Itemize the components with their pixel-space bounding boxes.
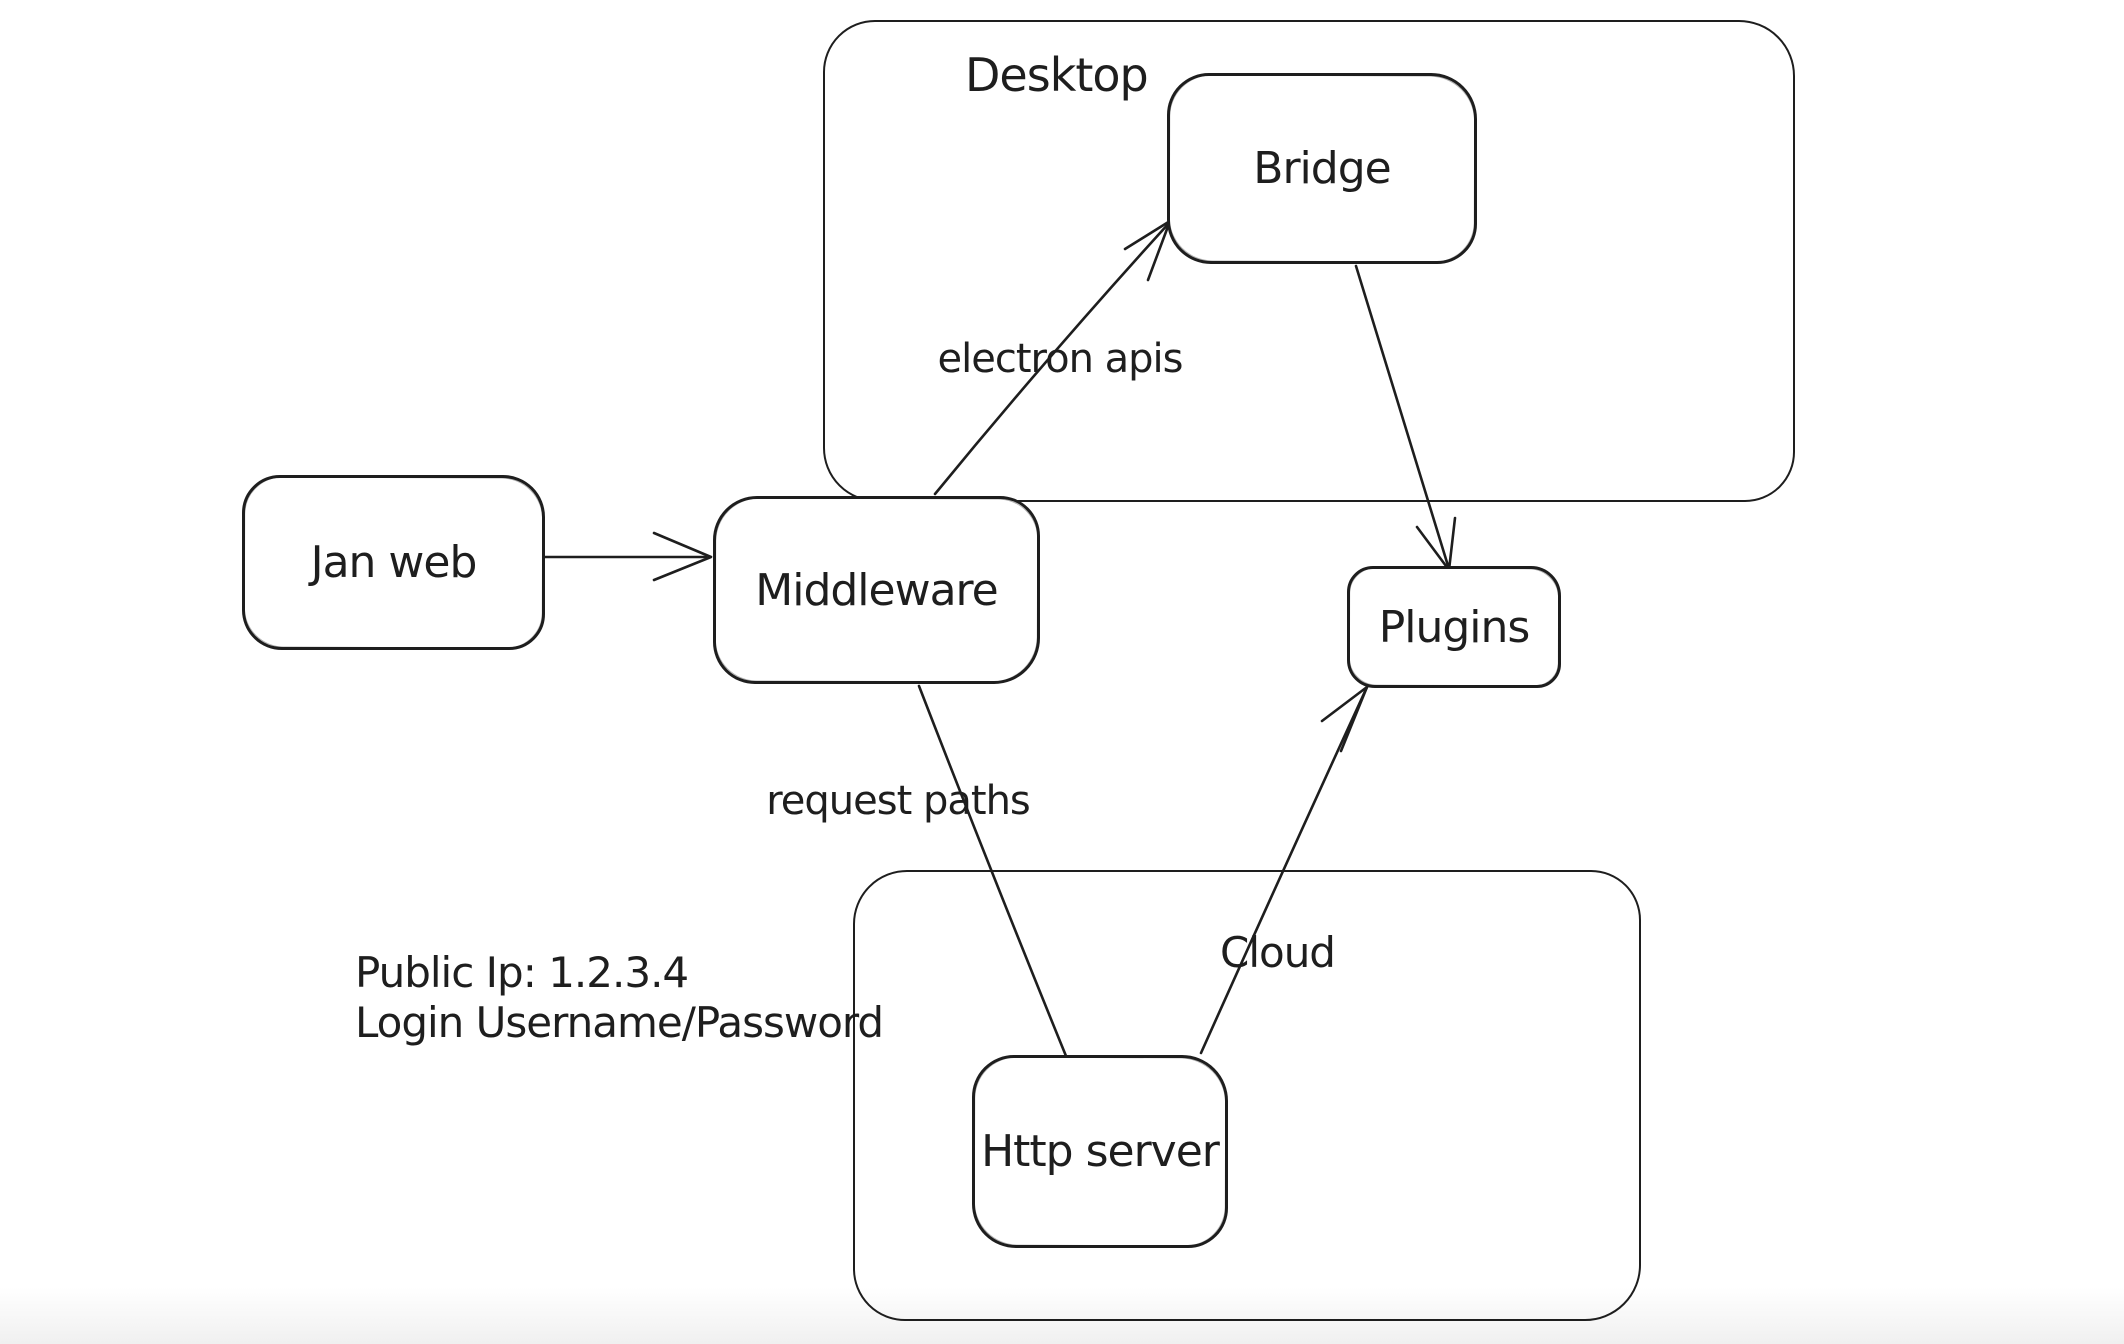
node-bridge[interactable]: Bridge <box>1167 73 1477 264</box>
edge-janweb-to-middleware[interactable] <box>543 531 713 582</box>
public-ip-line: Public Ip: 1.2.3.4 <box>355 948 689 997</box>
node-middleware[interactable]: Middleware <box>713 496 1040 684</box>
public-ip-annotation[interactable]: Public Ip: 1.2.3.4 Login Username/Passwo… <box>355 948 884 1048</box>
cloud-container-label[interactable]: Cloud <box>1220 928 1336 977</box>
node-plugins[interactable]: Plugins <box>1347 566 1561 688</box>
node-plugins-label: Plugins <box>1378 601 1531 653</box>
login-credentials-line: Login Username/Password <box>355 998 884 1047</box>
node-middleware-label: Middleware <box>755 564 998 616</box>
edge-label-request-paths[interactable]: request paths <box>766 778 1031 824</box>
arrowhead-into-plugins-top-stroke-2[interactable] <box>1447 516 1457 572</box>
arrowhead-into-middleware[interactable] <box>652 531 713 582</box>
desktop-container-label[interactable]: Desktop <box>965 48 1149 102</box>
arrowhead-into-plugins-bottom-stroke-1[interactable] <box>1320 685 1369 723</box>
node-jan-web-label: Jan web <box>310 537 478 588</box>
desktop-container[interactable] <box>823 20 1795 502</box>
edge-label-electron-apis[interactable]: electron apis <box>937 336 1184 382</box>
node-bridge-label: Bridge <box>1253 143 1391 194</box>
arrowhead-into-plugins-bottom-stroke-2[interactable] <box>1339 685 1369 753</box>
node-http-server-label: Http server <box>981 1126 1220 1177</box>
arrowhead-into-plugins-top-stroke-1[interactable] <box>1415 525 1451 572</box>
node-jan-web[interactable]: Jan web <box>242 475 545 650</box>
node-http-server[interactable]: Http server <box>972 1055 1228 1248</box>
